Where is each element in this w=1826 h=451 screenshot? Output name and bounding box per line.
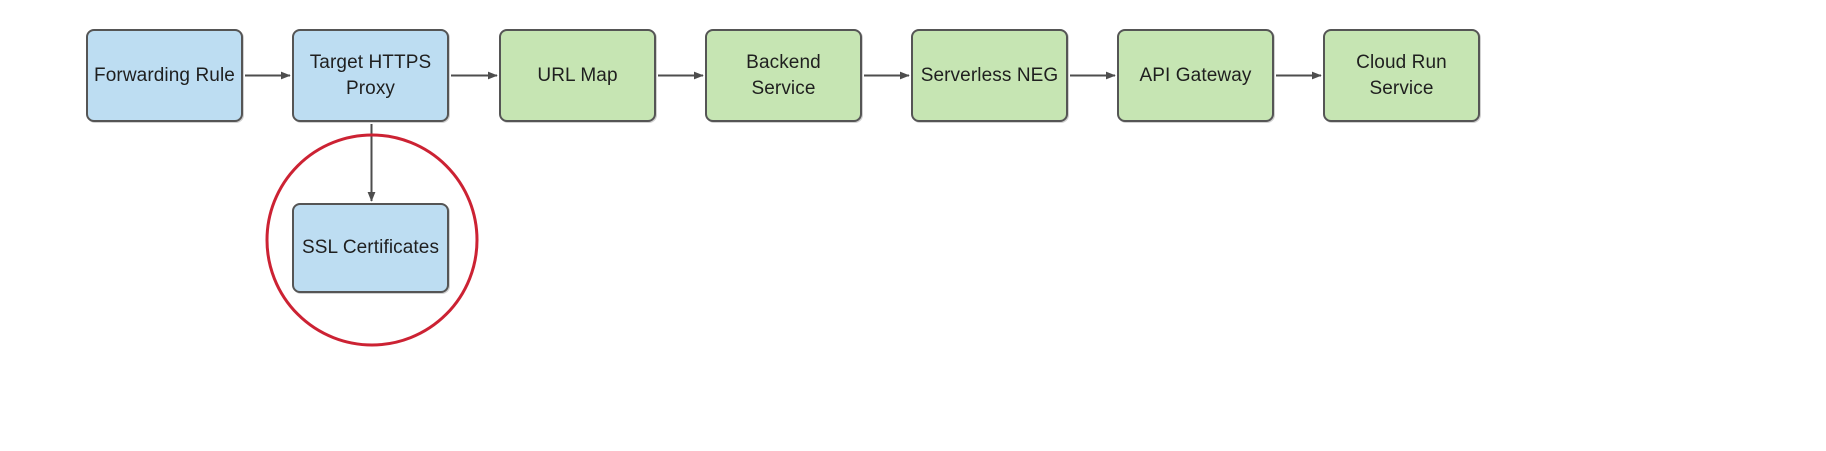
node-label-url-map: URL Map — [537, 64, 618, 86]
node-label-forwarding-rule: Forwarding Rule — [94, 64, 235, 86]
node-label-serverless-neg: Serverless NEG — [920, 64, 1059, 86]
node-target-https-proxy[interactable]: Target HTTPS Proxy — [292, 29, 449, 122]
node-ssl-certificates[interactable]: SSL Certificates — [292, 203, 449, 293]
node-api-gateway[interactable]: API Gateway — [1117, 29, 1274, 122]
node-label-target-https-proxy: Target HTTPS Proxy — [309, 52, 432, 99]
node-url-map[interactable]: URL Map — [499, 29, 656, 122]
node-label-api-gateway: API Gateway — [1139, 64, 1252, 86]
node-backend-service[interactable]: Backend Service — [705, 29, 862, 122]
node-label-ssl-certificates: SSL Certificates — [301, 237, 440, 259]
node-label-cloud-run-service: Cloud Run Service — [1356, 52, 1447, 99]
node-forwarding-rule[interactable]: Forwarding Rule — [86, 29, 243, 122]
node-cloud-run-service[interactable]: Cloud Run Service — [1323, 29, 1480, 122]
node-serverless-neg[interactable]: Serverless NEG — [911, 29, 1068, 122]
highlight-circle-ssl-certificates — [265, 133, 479, 347]
node-label-backend-service: Backend Service — [746, 52, 821, 99]
